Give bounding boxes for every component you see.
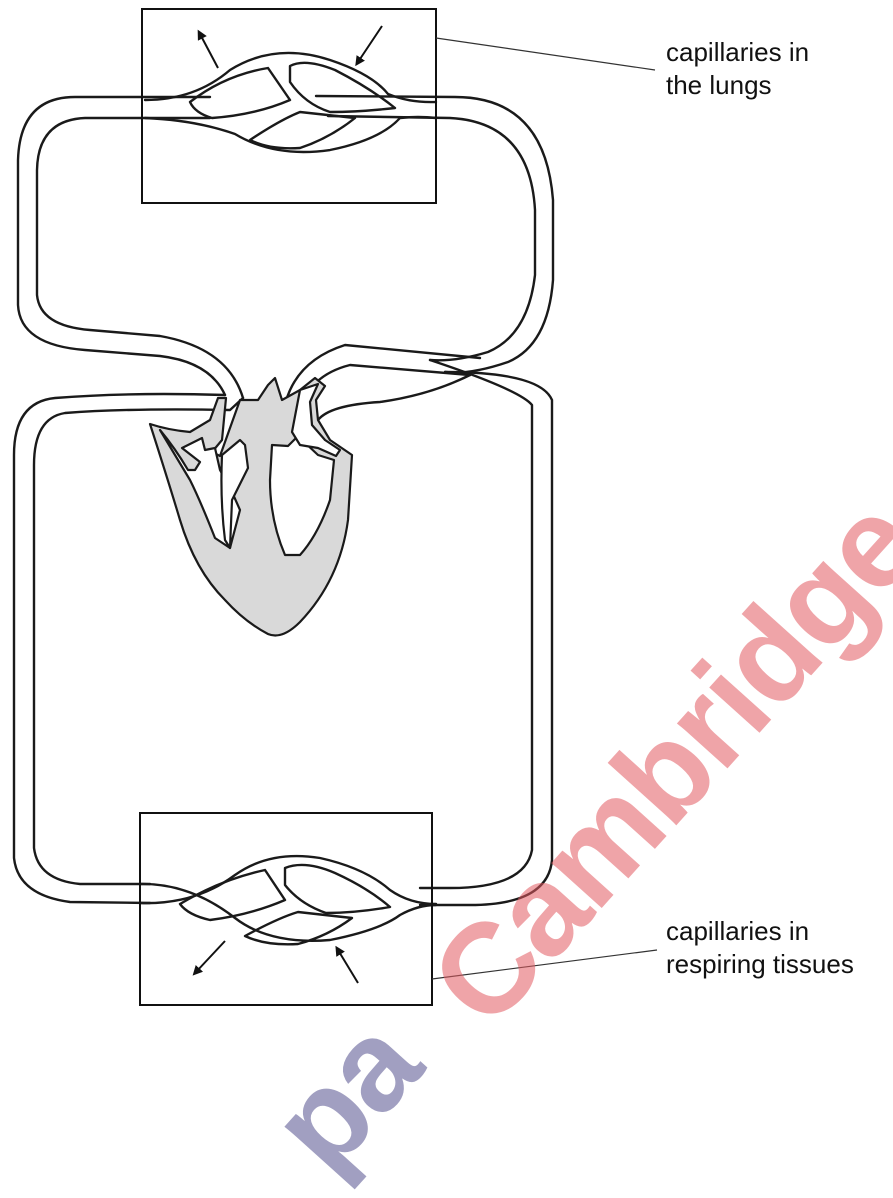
arrow-in-icon xyxy=(358,26,382,62)
arrow-in-icon xyxy=(338,950,358,983)
leader-line-lungs xyxy=(436,38,655,70)
lung-capillary-bed xyxy=(145,53,436,152)
watermark-prefix: pa xyxy=(242,992,449,1198)
arrow-out-icon xyxy=(196,941,225,972)
label-tissue-capillaries: capillaries in respiring tissues xyxy=(666,915,854,981)
arrow-out-icon xyxy=(200,34,218,68)
label-lungs-line1: capillaries in xyxy=(666,36,809,69)
pulmonary-circuit-vessel xyxy=(18,96,553,410)
circulation-diagram xyxy=(0,0,893,1010)
leader-line-tissues xyxy=(432,950,657,979)
label-lungs-line2: the lungs xyxy=(666,69,809,102)
label-lung-capillaries: capillaries in the lungs xyxy=(666,36,809,102)
label-tissues-line1: capillaries in xyxy=(666,915,854,948)
tissue-capillary-bed xyxy=(140,856,436,944)
label-tissues-line2: respiring tissues xyxy=(666,948,854,981)
